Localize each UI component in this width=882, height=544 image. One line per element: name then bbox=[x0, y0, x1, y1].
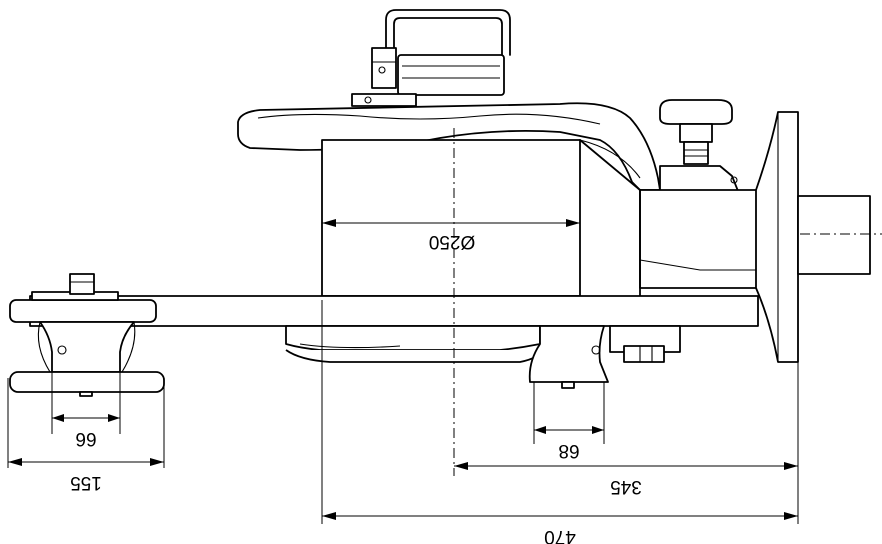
star-knob bbox=[659, 99, 741, 197]
dim-label-345: 345 bbox=[610, 476, 642, 497]
dimension-lines bbox=[8, 219, 798, 520]
dim-label-66: 66 bbox=[75, 428, 96, 449]
drum-body bbox=[321, 139, 641, 297]
upper-arm bbox=[237, 102, 661, 191]
left-roller bbox=[9, 321, 165, 397]
dim-label-155: 155 bbox=[70, 472, 102, 493]
dim-label-diameter: Ø250 bbox=[429, 231, 475, 252]
mounting-flange bbox=[639, 111, 871, 363]
extension-lines bbox=[7, 300, 799, 524]
dim-label-68: 68 bbox=[558, 440, 579, 461]
right-roller bbox=[528, 325, 681, 389]
center-lines bbox=[453, 128, 882, 476]
dim-label-470: 470 bbox=[544, 526, 576, 544]
top-handle bbox=[351, 9, 511, 107]
lower-sheave bbox=[285, 325, 541, 363]
